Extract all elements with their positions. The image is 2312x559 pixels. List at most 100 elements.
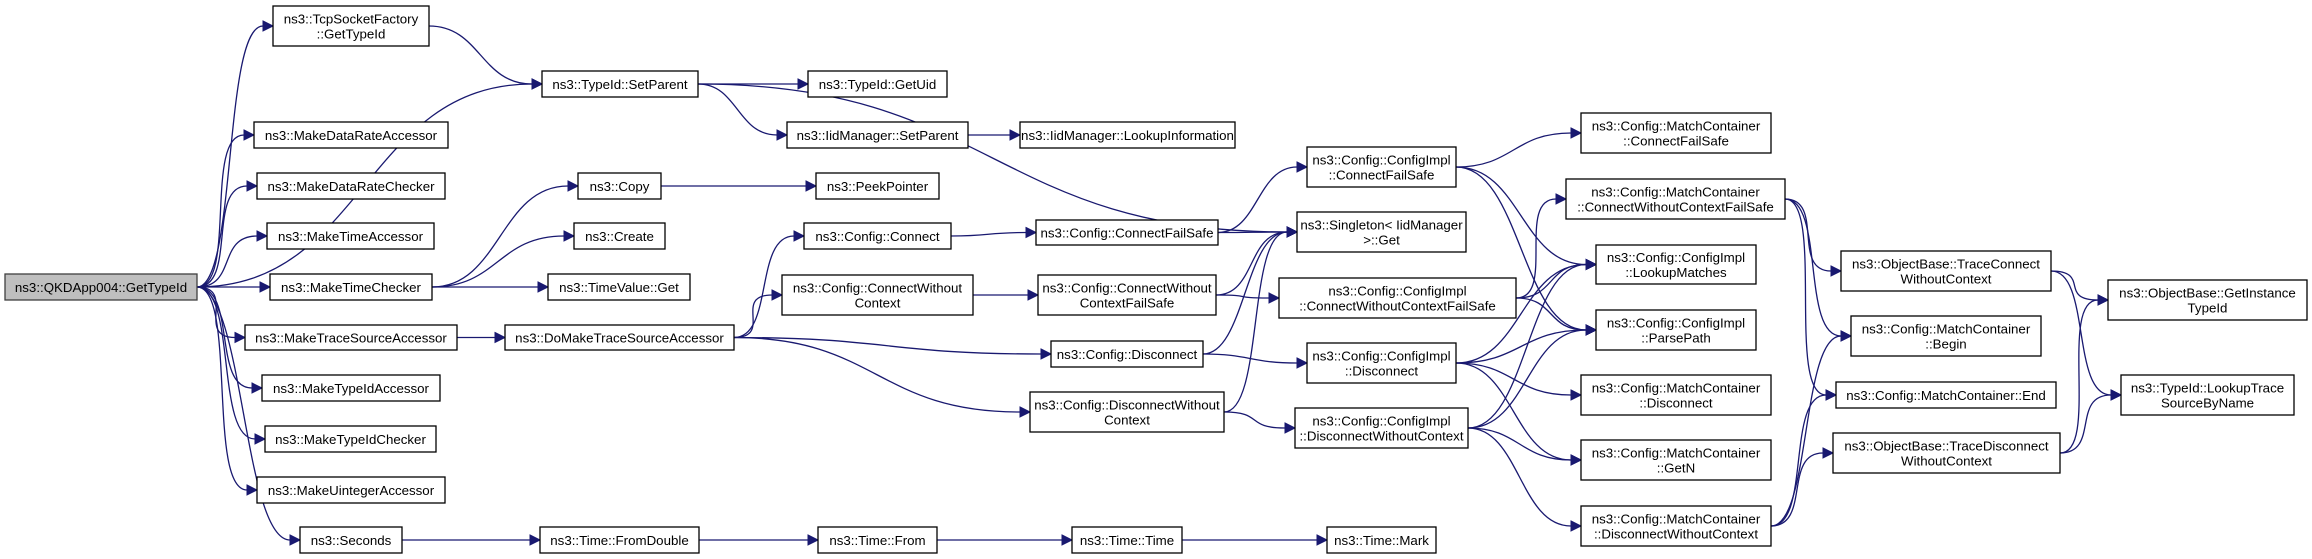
node-matchcontainer-getn[interactable]: ns3::Config::MatchContainer::GetN: [1580, 439, 1772, 481]
node-config-connectwithoutcontext[interactable]: ns3::Config::ConnectWithoutContext: [781, 274, 974, 316]
node-config-disconnect[interactable]: ns3::Config::Disconnect: [1050, 340, 1204, 368]
node-box[interactable]: [256, 172, 446, 200]
node-box[interactable]: [577, 172, 662, 200]
node-maketypeidaccessor[interactable]: ns3::MakeTypeIdAccessor: [261, 374, 441, 402]
node-matchcontainer-connectwithoutcontextfailsafe[interactable]: ns3::Config::MatchContainer::ConnectWith…: [1565, 178, 1786, 220]
node-time-fromdouble[interactable]: ns3::Time::FromDouble: [539, 526, 700, 554]
node-box[interactable]: [815, 172, 940, 200]
node-box[interactable]: [4, 273, 198, 301]
node-matchcontainer-connectfailsafe[interactable]: ns3::Config::MatchContainer::ConnectFail…: [1580, 112, 1772, 154]
arrowhead-icon: [529, 534, 542, 546]
node-typeid-setparent[interactable]: ns3::TypeId::SetParent: [541, 70, 699, 98]
node-typeid-getuid[interactable]: ns3::TypeId::GetUid: [807, 70, 948, 98]
node-box[interactable]: [2120, 374, 2295, 416]
node-box[interactable]: [2107, 279, 2308, 321]
node-box[interactable]: [504, 324, 735, 351]
node-box[interactable]: [266, 222, 435, 250]
node-configimpl-lookupmatches[interactable]: ns3::Config::ConfigImpl::LookupMatches: [1595, 244, 1757, 285]
node-configimpl-disconnectwithoutcontext[interactable]: ns3::Config::ConfigImpl::DisconnectWitho…: [1294, 407, 1469, 449]
node-box[interactable]: [807, 70, 948, 98]
node-box[interactable]: [1850, 315, 2042, 357]
node-timevalue-get[interactable]: ns3::TimeValue::Get: [547, 273, 691, 301]
node-box[interactable]: [272, 5, 430, 47]
node-configimpl-parsepath[interactable]: ns3::Config::ConfigImpl::ParsePath: [1595, 309, 1757, 351]
node-config-connectfailsafe[interactable]: ns3::Config::ConnectFailSafe: [1035, 219, 1219, 246]
node-time-time[interactable]: ns3::Time::Time: [1071, 526, 1183, 554]
node-matchcontainer-begin[interactable]: ns3::Config::MatchContainer::Begin: [1850, 315, 2042, 357]
node-box[interactable]: [1565, 178, 1786, 220]
node-box[interactable]: [1029, 391, 1225, 433]
node-peekpointer[interactable]: ns3::PeekPointer: [815, 172, 940, 200]
node-matchcontainer-disconnectwithoutcontext[interactable]: ns3::Config::MatchContainer::DisconnectW…: [1580, 505, 1772, 547]
node-box[interactable]: [1278, 277, 1517, 319]
node-box[interactable]: [541, 70, 699, 98]
node-makeuintegeraccessor[interactable]: ns3::MakeUintegerAccessor: [256, 476, 446, 504]
node-box[interactable]: [786, 121, 969, 149]
node-box[interactable]: [1580, 439, 1772, 481]
node-maketypeidchecker[interactable]: ns3::MakeTypeIdChecker: [264, 425, 437, 453]
node-iidmanager-lookupinformation[interactable]: ns3::IidManager::LookupInformation: [1019, 121, 1236, 149]
node-box[interactable]: [573, 222, 666, 250]
node-box[interactable]: [547, 273, 691, 301]
node-box[interactable]: [1835, 381, 2057, 409]
node-box[interactable]: [1050, 340, 1204, 368]
node-box[interactable]: [1580, 505, 1772, 547]
node-configimpl-connectwithoutcontextfailsafe[interactable]: ns3::Config::ConfigImpl::ConnectWithoutC…: [1278, 277, 1517, 319]
node-makedataratechecker[interactable]: ns3::MakeDataRateChecker: [256, 172, 446, 200]
node-configimpl-disconnect[interactable]: ns3::Config::ConfigImpl::Disconnect: [1306, 342, 1457, 384]
node-box[interactable]: [299, 526, 403, 554]
node-box[interactable]: [1071, 526, 1183, 554]
node-objectbase-tracedisconnectwithoutcontext[interactable]: ns3::ObjectBase::TraceDisconnectWithoutC…: [1832, 432, 2061, 474]
node-maketimeaccessor[interactable]: ns3::MakeTimeAccessor: [266, 222, 435, 250]
node-config-connectwithoutcontextfailsafe[interactable]: ns3::Config::ConnectWithoutContextFailSa…: [1037, 274, 1217, 316]
arrowhead-icon: [256, 230, 269, 242]
node-box[interactable]: [1840, 250, 2052, 292]
edge-line: [196, 25, 264, 288]
node-makedatarateaccessor[interactable]: ns3::MakeDataRateAccessor: [253, 121, 449, 149]
node-matchcontainer-end[interactable]: ns3::Config::MatchContainer::End: [1835, 381, 2057, 409]
node-create[interactable]: ns3::Create: [573, 222, 666, 250]
node-box[interactable]: [264, 425, 437, 453]
node-label: ns3::TypeId::SetParent: [552, 77, 688, 92]
node-box[interactable]: [1294, 407, 1469, 449]
node-box[interactable]: [1037, 274, 1217, 316]
node-box[interactable]: [1595, 244, 1757, 285]
node-box[interactable]: [1306, 342, 1457, 384]
node-config-connect[interactable]: ns3::Config::Connect: [803, 222, 952, 250]
node-box[interactable]: [1595, 309, 1757, 351]
node-domaketracesourceaccessor[interactable]: ns3::DoMakeTraceSourceAccessor: [504, 324, 735, 351]
node-box[interactable]: [781, 274, 974, 316]
node-objectbase-traceconnectwithoutcontext[interactable]: ns3::ObjectBase::TraceConnectWithoutCont…: [1840, 250, 2052, 292]
node-configimpl-connectfailsafe[interactable]: ns3::Config::ConfigImpl::ConnectFailSafe: [1306, 146, 1457, 188]
node-copy[interactable]: ns3::Copy: [577, 172, 662, 200]
node-matchcontainer-disconnect[interactable]: ns3::Config::MatchContainer::Disconnect: [1580, 374, 1772, 416]
node-box[interactable]: [261, 374, 441, 402]
node-config-disconnectwithoutcontext[interactable]: ns3::Config::DisconnectWithoutContext: [1029, 391, 1225, 433]
node-box[interactable]: [253, 121, 449, 149]
node-box[interactable]: [1580, 374, 1772, 416]
node-box[interactable]: [1019, 121, 1236, 149]
node-box[interactable]: [1832, 432, 2061, 474]
node-box[interactable]: [1580, 112, 1772, 154]
node-box[interactable]: [539, 526, 700, 554]
node-box[interactable]: [244, 324, 458, 351]
node-box[interactable]: [256, 476, 446, 504]
node-box[interactable]: [1296, 211, 1467, 253]
node-time-mark[interactable]: ns3::Time::Mark: [1326, 526, 1437, 554]
node-box[interactable]: [1306, 146, 1457, 188]
node-maketimechecker[interactable]: ns3::MakeTimeChecker: [269, 273, 433, 301]
node-box[interactable]: [817, 526, 938, 554]
node-box[interactable]: [1035, 219, 1219, 246]
node-box[interactable]: [1326, 526, 1437, 554]
node-seconds[interactable]: ns3::Seconds: [299, 526, 403, 554]
node-qkdapp-gettypeid[interactable]: ns3::QKDApp004::GetTypeId: [4, 273, 198, 301]
node-singleton-get[interactable]: ns3::Singleton< IidManager>::Get: [1296, 211, 1467, 253]
node-box[interactable]: [269, 273, 433, 301]
node-time-from[interactable]: ns3::Time::From: [817, 526, 938, 554]
node-box[interactable]: [803, 222, 952, 250]
node-tcpsocketfactory-gettypeid[interactable]: ns3::TcpSocketFactory::GetTypeId: [272, 5, 430, 47]
node-iidmanager-setparent[interactable]: ns3::IidManager::SetParent: [786, 121, 969, 149]
node-maketracesourceaccessor[interactable]: ns3::MakeTraceSourceAccessor: [244, 324, 458, 351]
